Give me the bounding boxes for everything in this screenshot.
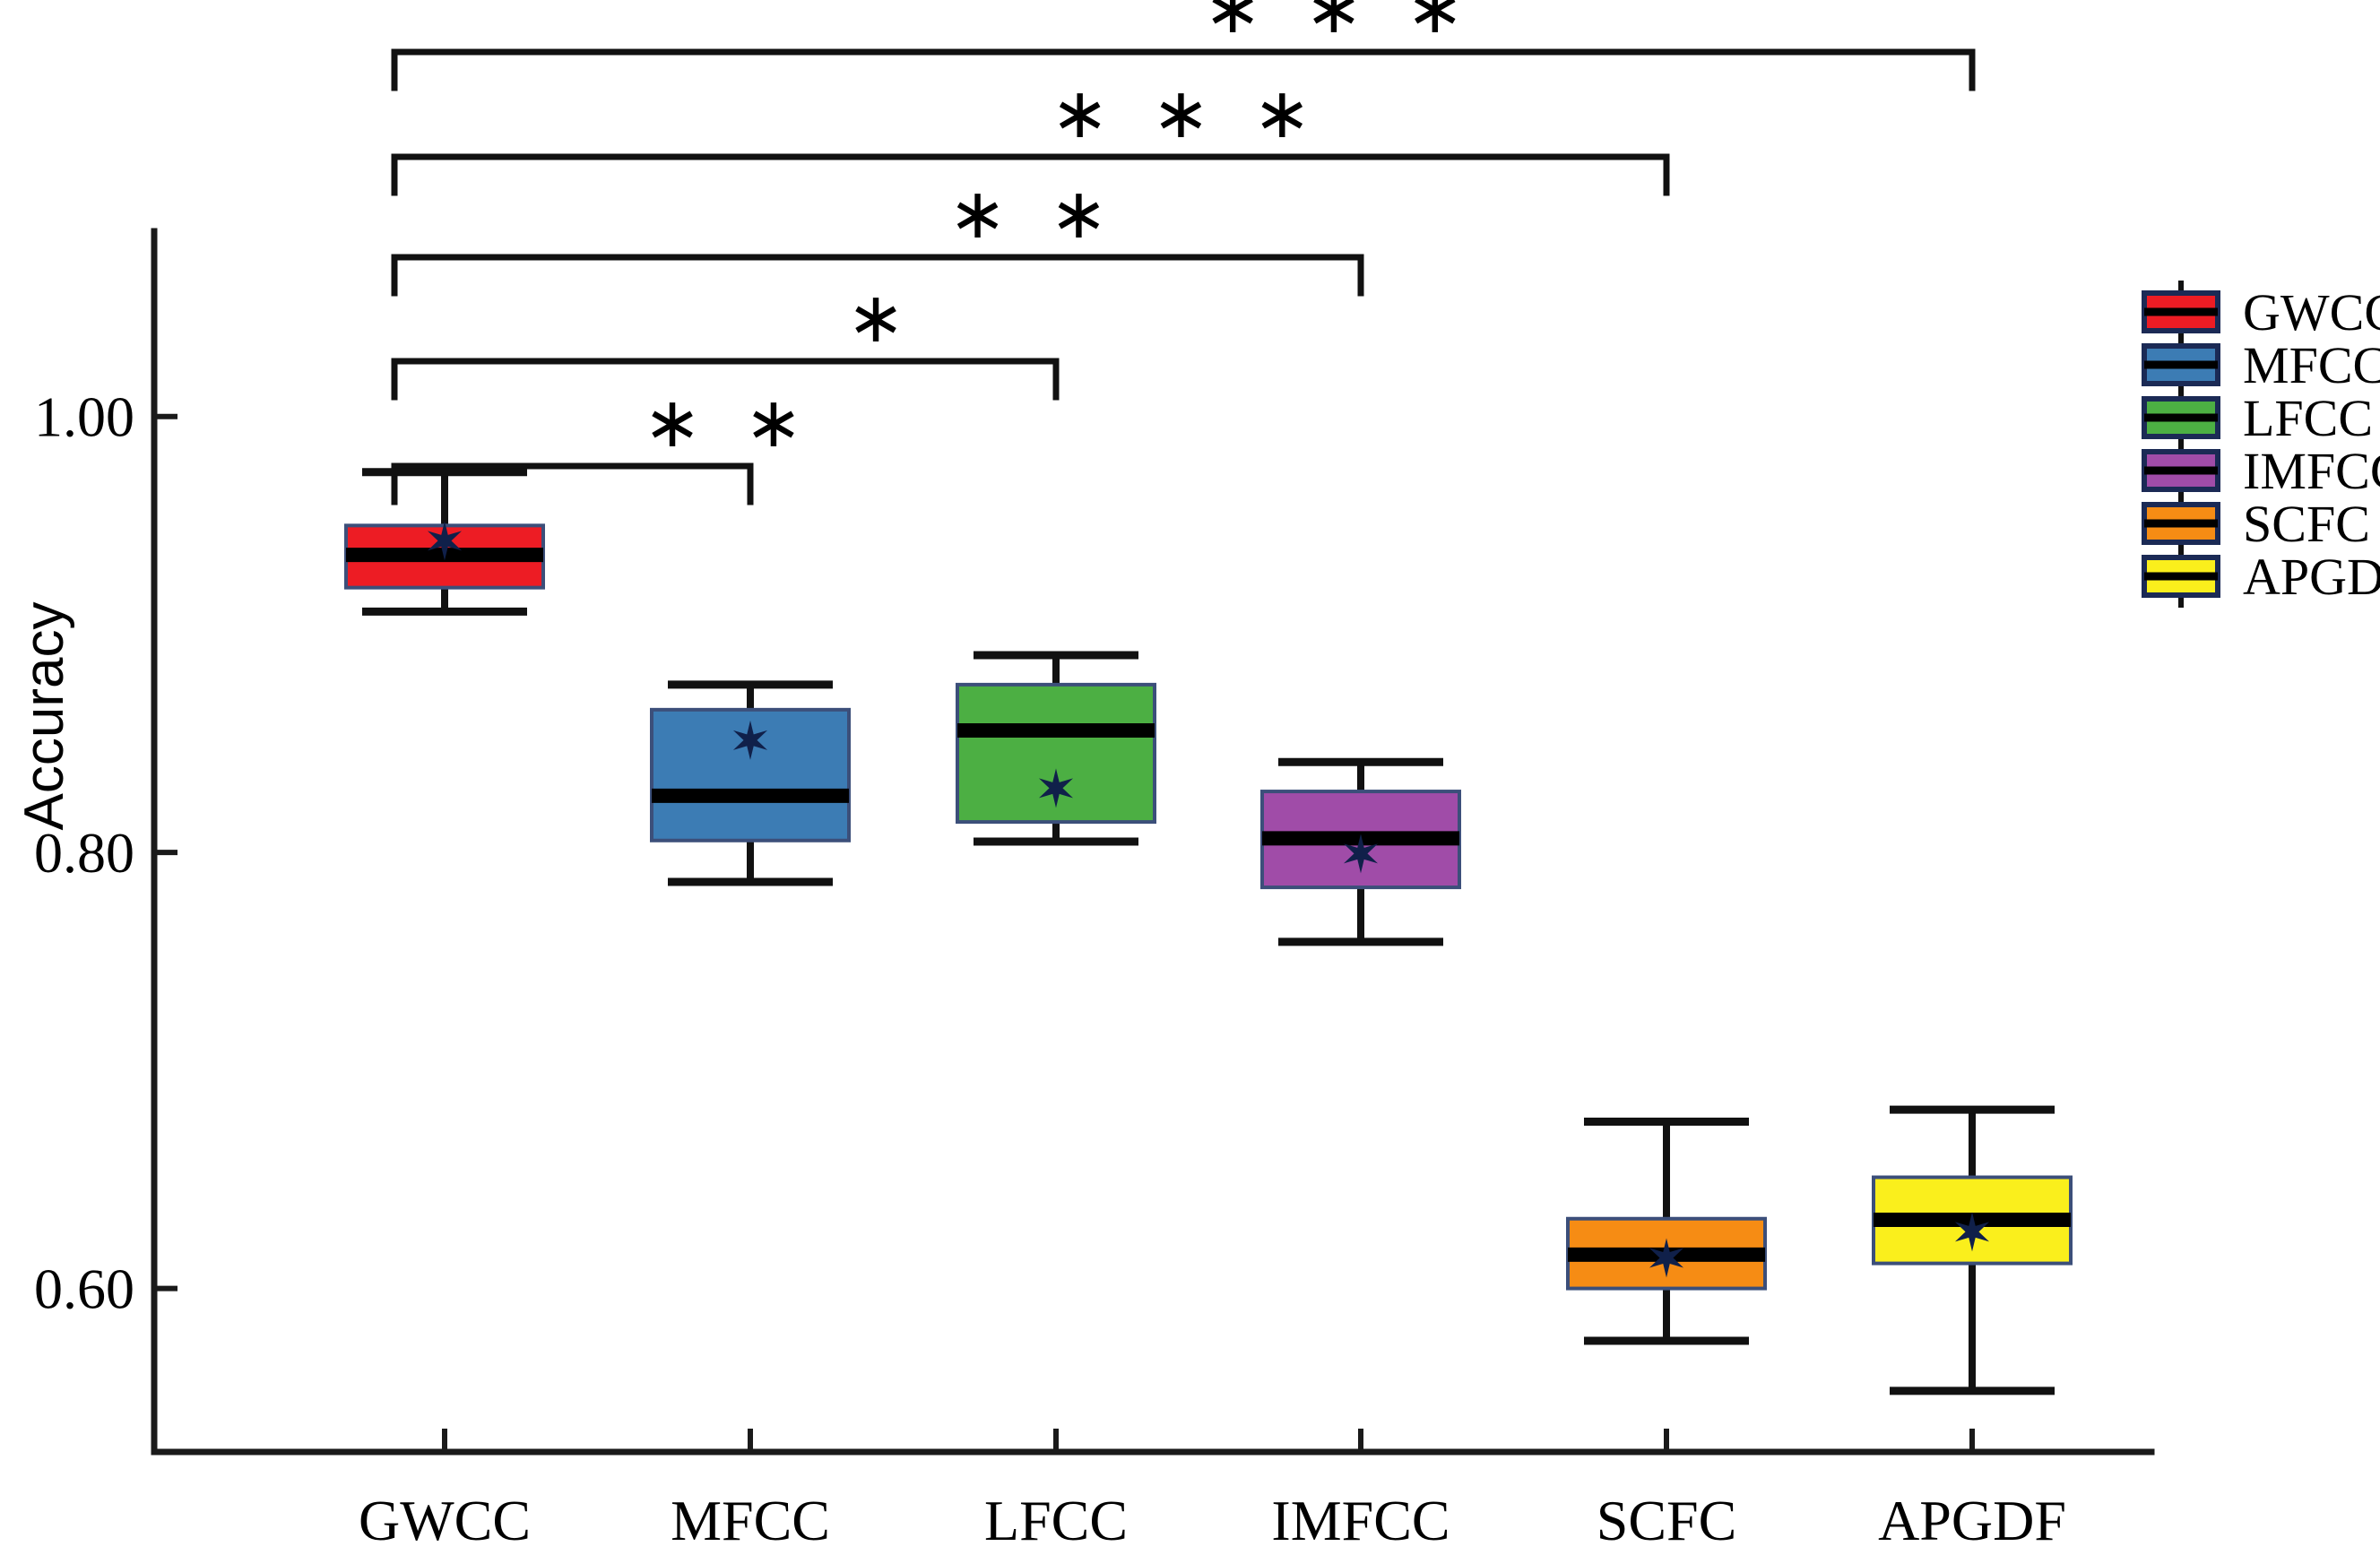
legend-item-APGDF[interactable]: APGDF [2142,545,2380,608]
tick-layer [154,413,1975,1452]
x-tick-label-LFCC: LFCC [984,1489,1128,1552]
significance-stars-GWCC-LFCC: ∗ [846,279,917,357]
legend-item-SCFC[interactable]: SCFC [2142,492,2370,555]
x-tick-label-APGDF: APGDF [1878,1489,2066,1552]
bracket-path-GWCC-MFCC [391,462,754,505]
boxplot-LFCC [956,651,1156,846]
legend-item-LFCC[interactable]: LFCC [2142,386,2373,449]
bracket-path-GWCC-LFCC [391,358,1060,401]
significance-bracket-GWCC-APGDF: ∗ ∗ ∗ [391,0,1976,91]
significance-stars-GWCC-MFCC: ∗ ∗ [643,384,815,462]
boxplot-APGDF [1872,1105,2073,1395]
boxplot-GWCC [344,468,545,616]
legend-item-IMFCC[interactable]: IMFCC [2142,439,2380,502]
significance-bracket-GWCC-LFCC: ∗ [391,279,1060,401]
legend-item-GWCC[interactable]: GWCC [2142,281,2380,343]
y-tick-label-1.00: 1.00 [34,385,134,449]
y-tick-label-0.60: 0.60 [34,1257,134,1321]
significance-bracket-GWCC-MFCC: ∗ ∗ [391,384,815,505]
y-axis-title-text: Accuracy [13,602,75,831]
legend-label-GWCC: GWCC [2243,283,2380,341]
significance-bracket-layer: ∗ ∗ ∗ ∗ ∗ ∗ ∗ ∗ ∗ ∗ ∗ [391,0,1976,505]
significance-stars-GWCC-IMFCC: ∗ ∗ [948,175,1121,253]
y-axis-title: Accuracy [13,602,75,831]
legend-item-MFCC[interactable]: MFCC [2142,333,2380,396]
mean-marker-SCFC [1649,1238,1684,1278]
axes-layer [151,228,2155,1456]
y-tick-label-0.80: 0.80 [34,821,134,885]
mean-marker-IMFCC [1343,834,1379,874]
legend-label-SCFC: SCFC [2243,495,2370,553]
significance-bracket-GWCC-SCFC: ∗ ∗ ∗ [391,74,1670,196]
mean-marker-GWCC [427,521,463,561]
legend-label-IMFCC: IMFCC [2243,442,2380,500]
x-tick-labels: GWCC MFCC LFCC IMFCC SCFC APGDF [359,1489,2066,1552]
boxplot-SCFC [1566,1118,1767,1345]
boxplot-IMFCC [1260,757,1461,946]
bracket-path-GWCC-APGDF [391,48,1976,91]
mean-marker-APGDF [1954,1212,1990,1252]
bracket-path-GWCC-IMFCC [391,254,1364,297]
box-layer [344,468,2073,1395]
x-tick-label-GWCC: GWCC [359,1489,531,1552]
x-tick-label-IMFCC: IMFCC [1271,1489,1450,1552]
x-tick-label-MFCC: MFCC [671,1489,830,1552]
bracket-path-GWCC-SCFC [391,153,1670,196]
significance-bracket-GWCC-IMFCC: ∗ ∗ [391,175,1364,297]
significance-stars-GWCC-SCFC: ∗ ∗ ∗ [1051,74,1324,152]
significance-stars-GWCC-APGDF: ∗ ∗ ∗ [1203,0,1476,48]
x-tick-label-SCFC: SCFC [1597,1489,1737,1552]
boxplot-MFCC [650,680,851,886]
legend-label-LFCC: LFCC [2243,389,2373,447]
legend-label-APGDF: APGDF [2243,548,2380,606]
mean-marker-LFCC [1038,768,1074,808]
legend-label-MFCC: MFCC [2243,336,2380,394]
mean-marker-MFCC [732,720,768,760]
y-tick-labels: 1.00 0.80 0.60 [34,385,134,1321]
